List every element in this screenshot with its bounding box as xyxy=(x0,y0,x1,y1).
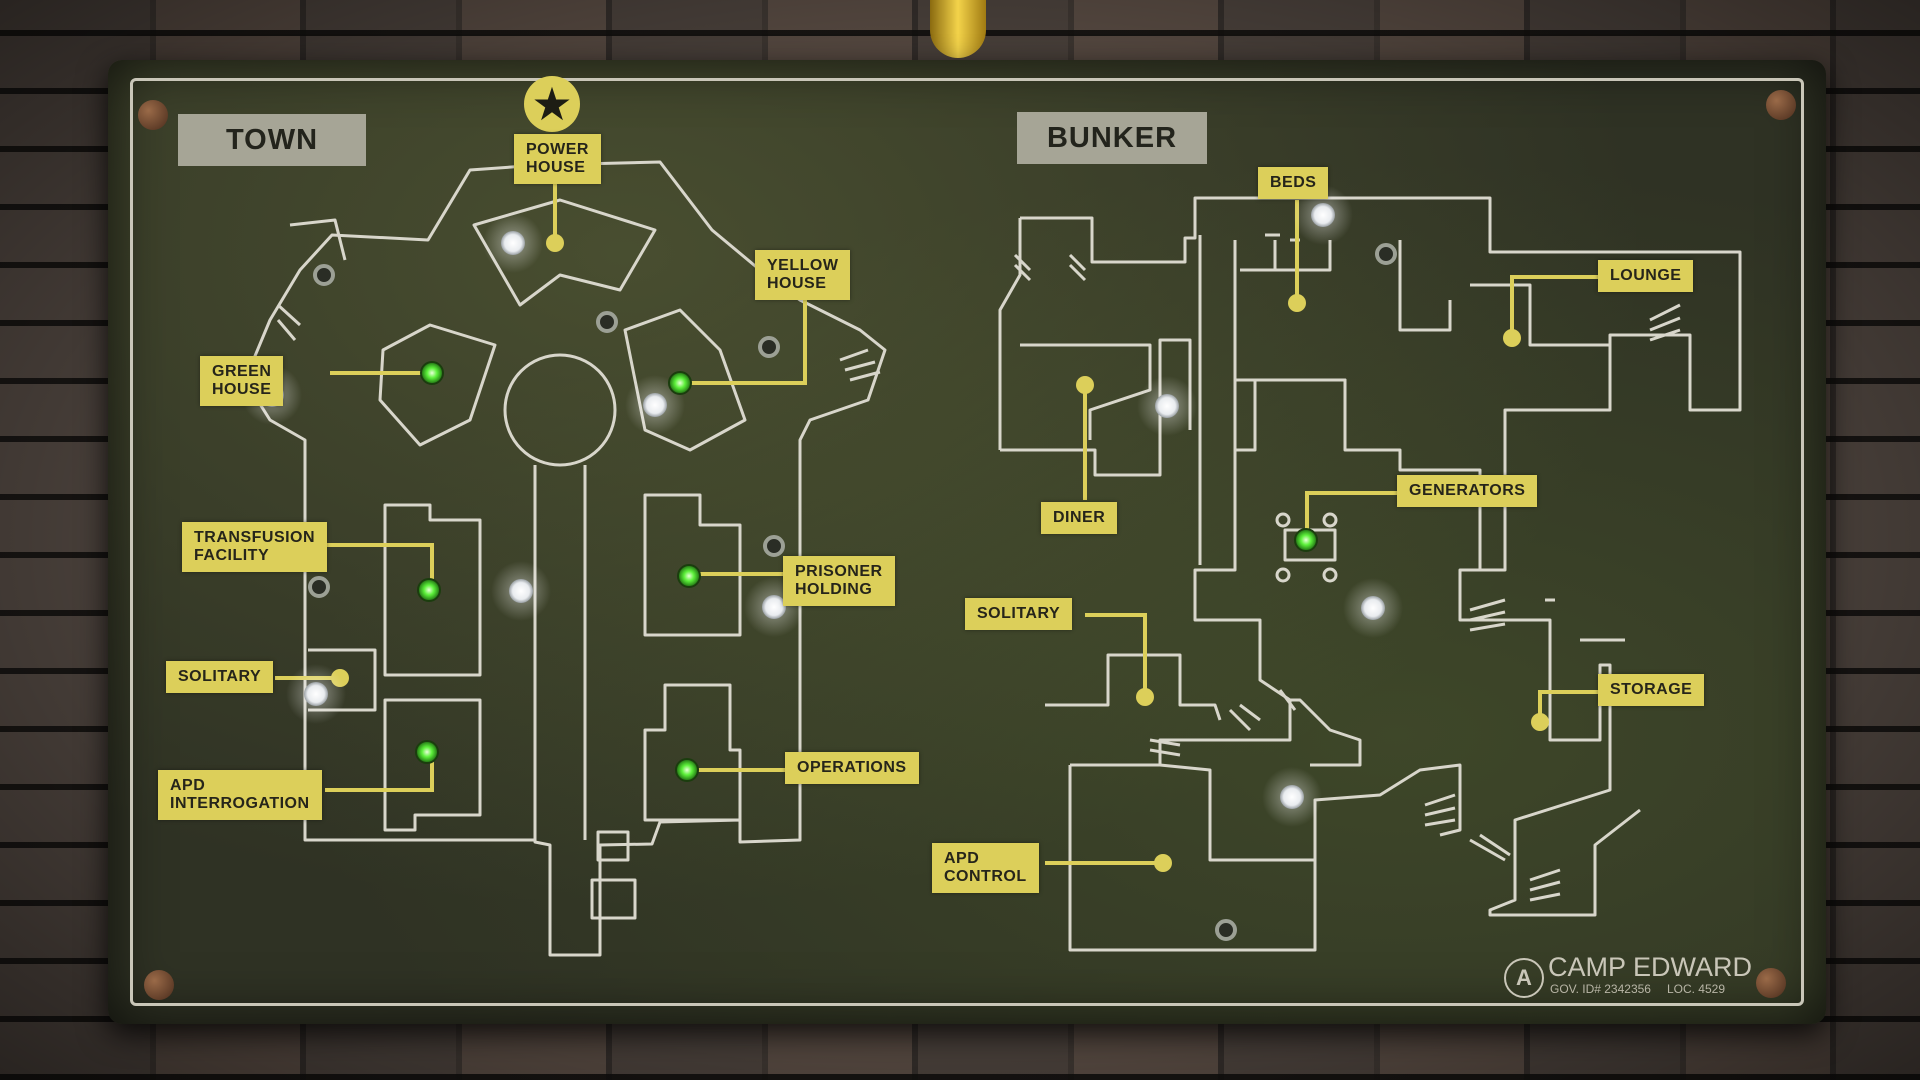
label-connectors xyxy=(275,170,1602,865)
brand-subtitle: GOV. ID# 2342356 LOC. 4529 xyxy=(1550,982,1725,996)
label-green-house[interactable]: GREEN HOUSE xyxy=(200,356,284,406)
label-solitary-bunker[interactable]: SOLITARY xyxy=(965,598,1073,630)
label-beds[interactable]: BEDS xyxy=(1258,167,1329,199)
label-lounge[interactable]: LOUNGE xyxy=(1598,260,1694,292)
bolt-bottom-right xyxy=(1756,968,1786,998)
bunker-floor-plan xyxy=(998,196,1742,952)
board-frame xyxy=(130,78,1804,1006)
label-power-house[interactable]: POWER HOUSE xyxy=(514,134,601,184)
connector-dots xyxy=(331,234,1549,872)
bolt-top-right xyxy=(1766,90,1796,120)
brand-name: CAMP EDWARD xyxy=(1548,952,1753,982)
label-storage[interactable]: STORAGE xyxy=(1598,674,1705,706)
camp-edward-logo-icon: A xyxy=(1504,958,1544,998)
green-lights xyxy=(415,361,1318,782)
section-title-town: TOWN xyxy=(178,114,366,166)
label-yellow-house[interactable]: YELLOW HOUSE xyxy=(755,250,851,300)
brand-loc: LOC. 4529 xyxy=(1666,982,1726,996)
label-apd-control[interactable]: APD CONTROL xyxy=(932,843,1039,893)
label-transfusion-facility[interactable]: TRANSFUSION FACILITY xyxy=(182,522,328,572)
star-icon: ★ xyxy=(524,76,580,132)
section-title-bunker: BUNKER xyxy=(1017,112,1207,164)
label-apd-interrogation[interactable]: APD INTERROGATION xyxy=(158,770,322,820)
unlit-lights xyxy=(308,243,1397,941)
hanging-hook xyxy=(930,0,986,58)
label-solitary-town[interactable]: SOLITARY xyxy=(166,661,274,693)
label-prisoner-holding[interactable]: PRISONER HOLDING xyxy=(783,556,895,606)
label-operations[interactable]: OPERATIONS xyxy=(785,752,919,784)
brand-gov-id: GOV. ID# 2342356 xyxy=(1550,982,1651,996)
bolt-bottom-left xyxy=(144,970,174,1000)
label-diner[interactable]: DINER xyxy=(1041,502,1118,534)
label-generators[interactable]: GENERATORS xyxy=(1397,475,1538,507)
bolt-top-left xyxy=(138,100,168,130)
